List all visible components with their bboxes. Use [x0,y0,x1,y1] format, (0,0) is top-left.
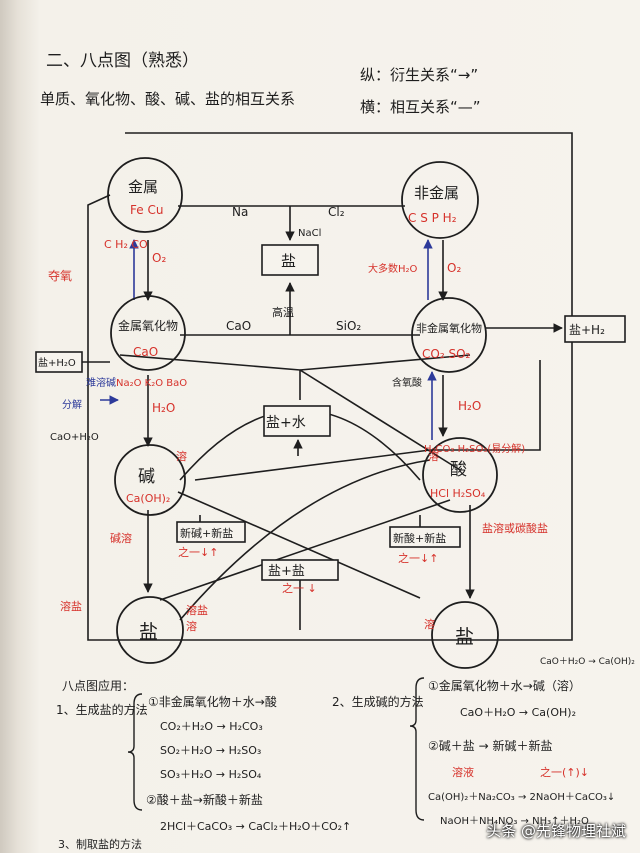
label-left-oxides: Na₂O K₂O BaO [116,378,187,389]
node-nonmetal-circle [401,161,479,239]
page-subtitle: 单质、氧化物、酸、碱、盐的相互关系 [40,90,295,108]
label-salt-arrow: 之一 ↓ [282,581,317,595]
acid-salt-label: 新酸+新盐 [393,531,446,545]
notes-right-subheading: 2、生成碱的方法 [332,694,424,709]
notes-right-red-left: 溶液 [452,765,474,779]
label-acid-note: 盐溶或碳酸盐 [482,521,548,535]
salt-salt-label: 盐+盐 [268,564,305,579]
notes-right-line2: CaO＋H₂O → Ca(OH)₂ [460,706,576,719]
notes-right-line4: Ca(OH)₂＋Na₂CO₃ → 2NaOH＋CaCO₃↓ [428,792,615,803]
metal-label: 金属 [128,178,158,196]
legend-horizontal: 横：相互关系“—” [360,98,481,116]
box-salt-water [263,405,331,437]
node-salt-right-circle [431,601,499,669]
label-na: Na [232,205,248,219]
salt-h2-label: 盐+H₂ [569,323,605,337]
salt-h2o-left-label: 盐+H₂O [38,356,76,369]
notes-left-heading: 八点图应用： [62,678,134,693]
label-h2o-left: H₂O [152,401,175,415]
acid-label: 酸 [450,460,467,480]
label-sio2: SiO₂ [336,319,361,333]
notes-right-top: CaO＋H₂O → Ca(OH)₂ [540,656,635,667]
legend-vertical: 纵：衍生关系“→” [360,66,478,84]
label-decompose: 分解 [62,398,82,411]
label-soluble-a: 溶 [176,449,187,463]
label-acid-formula: H₂CO₃ H₂SO₃(易分解) [424,442,525,455]
page-title: 二、八点图（熟悉） [46,50,199,71]
label-o2-right: O₂ [447,261,461,275]
label-base-note: 碱溶 [110,531,132,545]
notes-left-line6: 2HCl＋CaCO₃ → CaCl₂＋H₂O＋CO₂↑ [160,820,351,833]
blue-arrows [100,239,437,440]
label-high-temp: 高温 [272,305,294,319]
label-soluble-oxide: 难溶碱 [86,376,116,389]
label-salt-soluble-2: 溶盐 [186,603,208,617]
nonmetal-oxide-sub: CO₂ SO₂ [422,347,471,361]
notes-right-line1: ①金属氧化物＋水→碱（溶） [428,678,581,693]
salt-top-label: 盐 [281,252,296,270]
box-salt-h2 [564,315,626,343]
label-soluble-c: 溶 [186,619,197,633]
metal-sub: Fe Cu [130,203,163,217]
salt-left-label: 盐 [139,621,158,643]
metal-oxide-sub: CaO [133,345,158,359]
node-metal-oxide-circle [110,295,186,371]
label-soluble-d: 溶 [424,617,435,631]
label-most-h2o: 大多数H₂O [368,262,418,275]
nonmetal-sub: C S P H₂ [408,211,457,225]
notes-right-line5: NaOH＋NH₄NO₃ → NH₃↑＋H₂O [440,816,589,827]
watermark: 头条 @先锋物理社斌 [486,822,626,840]
notes-right-red-right: 之一(↑)↓ [540,765,589,779]
node-salt-left-circle [116,596,184,664]
label-nacl: NaCl [298,228,321,239]
label-caoh2-eq: CaO+H₂O [50,432,99,443]
notes-left-line3: SO₂＋H₂O → H₂SO₃ [160,744,261,757]
notes-left-line2: CO₂＋H₂O → H₂CO₃ [160,720,263,733]
label-cao: CaO [226,319,251,333]
notes-left-line5: ②酸＋盐→新酸＋新盐 [146,792,263,807]
base-label: 碱 [138,467,155,487]
connector-lines [82,132,573,641]
label-lost-o: 夺氧 [48,269,72,283]
label-h2o-right: H₂O [458,399,481,413]
node-metal-circle [107,157,183,233]
box-salt-salt [261,559,339,581]
base-salt-label: 新碱+新盐 [180,526,233,540]
label-cl2: Cl₂ [328,205,345,219]
base-sub: Ca(OH)₂ [126,492,170,505]
notes-left-line1: ①非金属氧化物＋水→酸 [148,694,277,709]
box-base-salt [176,521,246,543]
acid-sub: HCl H₂SO₄ [430,487,486,500]
salt-right-label: 盐 [455,626,474,648]
box-salt-top [261,244,319,276]
label-o2-left: O₂ [152,251,166,265]
nonmetal-label: 非金属 [414,184,459,202]
label-base-arrow: 之一↓↑ [178,545,218,559]
node-acid-circle [422,437,498,513]
box-acid-salt [389,526,461,548]
label-soluble-b: 溶 [428,449,439,463]
salt-water-label: 盐+水 [266,415,306,431]
label-metal-left-blue: C H₂ CO [104,238,148,251]
brace-marks [127,677,425,821]
label-acid-oxide: 含氧酸 [392,376,422,389]
node-base-circle [114,444,186,516]
notes-right-line3: ②碱＋盐 → 新碱＋新盐 [428,738,552,753]
label-salt-soluble: 溶盐 [60,599,82,613]
metal-oxide-label: 金属氧化物 [118,318,178,333]
notes-left-subheading: 1、生成盐的方法 [56,702,148,717]
label-acid-arrow: 之一↓↑ [398,551,438,565]
node-nonmetal-oxide-circle [411,297,487,373]
notes-left-footer: 3、制取盐的方法 [58,837,142,851]
nonmetal-oxide-label: 非金属氧化物 [416,321,482,335]
box-salt-h2o [35,351,83,373]
notes-left-line4: SO₃＋H₂O → H₂SO₄ [160,768,262,781]
